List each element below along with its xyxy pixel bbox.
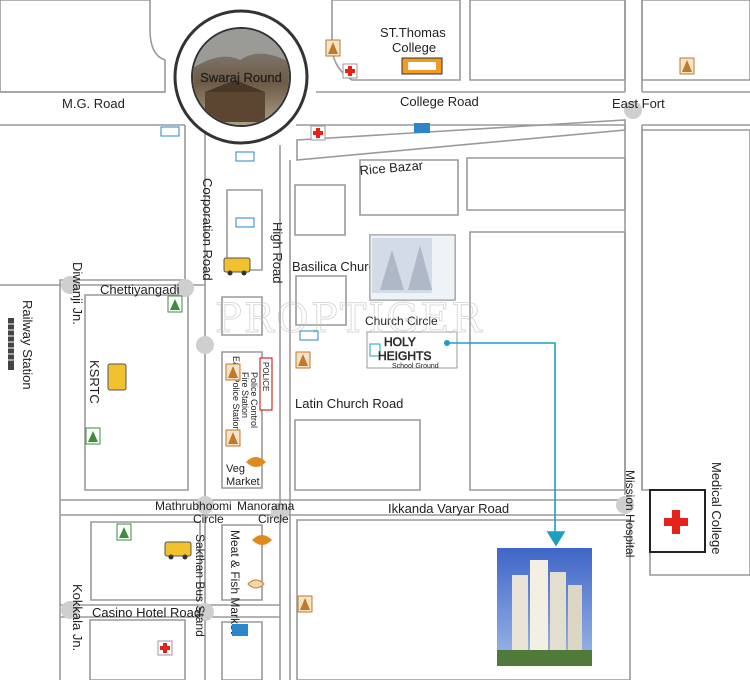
swaraj-round: Swaraj Round xyxy=(173,9,309,145)
church-icons xyxy=(85,295,183,541)
sakthan-bus-stand-label: Sakthan Bus Stand xyxy=(193,534,207,637)
east-fort-label: East Fort xyxy=(612,96,665,111)
college-road-label: College Road xyxy=(400,94,479,109)
holy-heights-marker: HOLY HEIGHTS School Ground xyxy=(366,331,458,370)
veg-label: Veg xyxy=(226,463,245,475)
mg-road-label: M.G. Road xyxy=(62,96,125,111)
watermark: PROPTIGER xyxy=(215,296,484,342)
meat-fish-market-label: Meat & Fish Market xyxy=(228,530,242,635)
mission-hospital-label: Mission Hospital xyxy=(623,470,637,557)
medical-college-marker xyxy=(649,489,706,553)
mathrubhoomi-label: Mathrubhoomi xyxy=(155,499,232,513)
building-photo xyxy=(497,548,592,666)
manorama-circle-label: Circle xyxy=(258,512,289,526)
church-circle-label: Church Circle xyxy=(365,314,438,328)
ikkanda-varyar-road-label: Ikkanda Varyar Road xyxy=(388,501,509,516)
high-road-label: High Road xyxy=(270,222,285,283)
holy-label: HOLY xyxy=(384,335,416,349)
latin-church-road-label: Latin Church Road xyxy=(295,396,403,411)
roundabout-label: Swaraj Round xyxy=(200,70,282,85)
school-ground-icon xyxy=(369,343,381,357)
railway-station-label: Railway Station xyxy=(20,300,35,390)
hospital-cross-icon xyxy=(664,510,688,534)
police-station-group: POLICE Police Control Fire Station East … xyxy=(231,356,273,432)
st-thomas-line2: College xyxy=(392,40,436,55)
manorama-label: Manorama xyxy=(237,499,295,513)
st-thomas-line1: ST.Thomas xyxy=(380,25,446,40)
bank-icons xyxy=(160,123,430,636)
mathrubhoomi-circle-label: Circle xyxy=(193,512,224,526)
diwanji-jn-label: Diwanji Jn. xyxy=(70,262,85,325)
bus-icons xyxy=(107,257,251,560)
hospital-icons xyxy=(157,63,358,656)
police-badge: POLICE xyxy=(261,362,270,391)
st-thomas-college: ST.Thomas College xyxy=(380,25,446,75)
casino-hotel-road-label: Casino Hotel Road xyxy=(92,605,201,620)
school-ground-label: School Ground xyxy=(392,363,439,370)
corporation-road-label: Corporation Road xyxy=(200,178,215,281)
route-to-project xyxy=(447,342,566,547)
medical-college-label: Medical College xyxy=(709,462,724,555)
temple-icons xyxy=(225,39,695,613)
junction-nodes xyxy=(61,101,642,621)
ksrtc-label: KSRTC xyxy=(87,360,102,404)
chettiyangadi-label: Chettiyangadi xyxy=(100,282,180,297)
market-label: Market xyxy=(226,476,260,488)
rice-bazar-label: Rice Bazar xyxy=(359,157,424,178)
kokkala-jn-label: Kokkala Jn. xyxy=(70,584,85,651)
church-circle-area xyxy=(369,234,456,301)
police-control-label: Police Control xyxy=(249,372,259,428)
railway-track-icon xyxy=(8,318,14,370)
fire-station-label: Fire Station xyxy=(240,372,250,418)
market-icons xyxy=(246,457,272,589)
east-police-station-label: East Police Station xyxy=(231,356,241,432)
heights-label: HEIGHTS xyxy=(378,349,431,363)
